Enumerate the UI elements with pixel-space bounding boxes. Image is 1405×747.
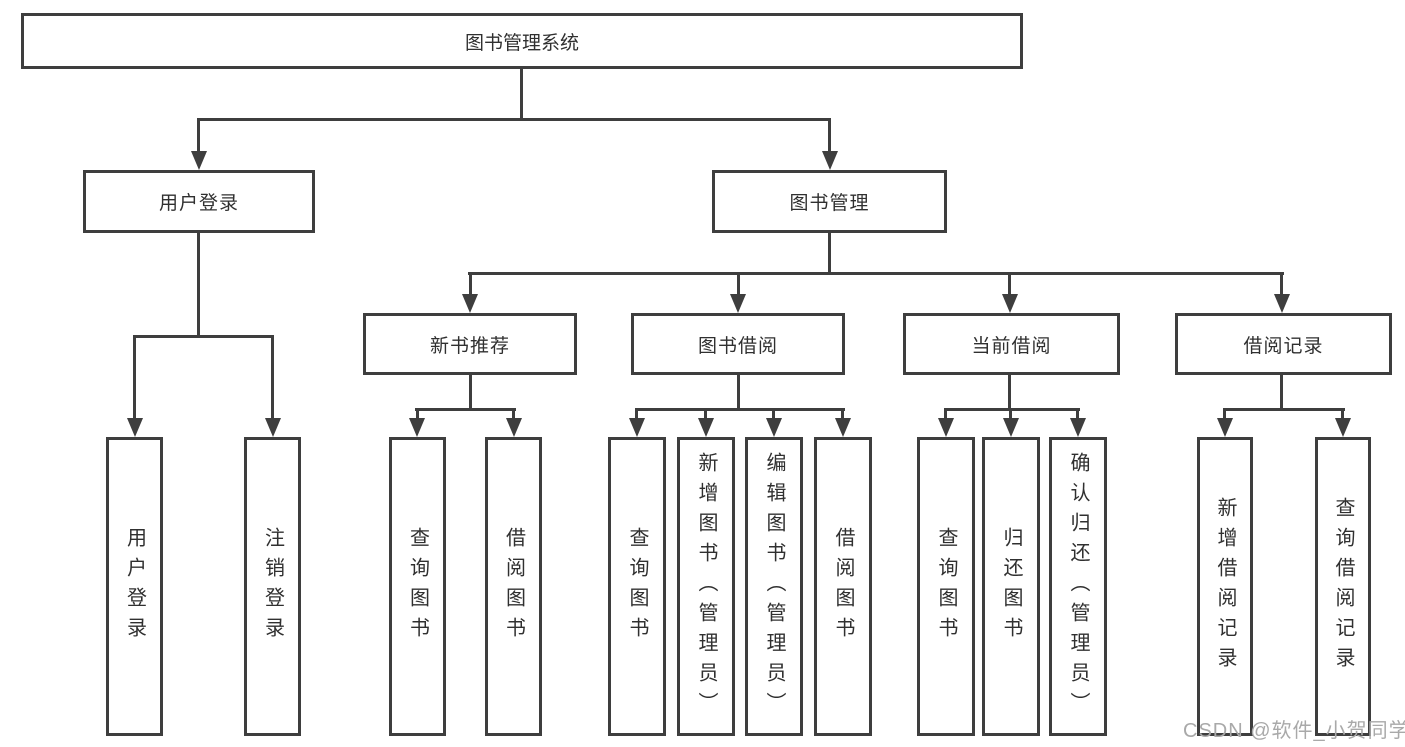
connector-line xyxy=(415,408,516,411)
connector-line xyxy=(1008,272,1011,297)
leaf-query-borrow-record-label: 查询借阅记录 xyxy=(1332,496,1354,677)
connector-arrow-down xyxy=(506,418,522,437)
leaf-borrow-books-borrowing-label: 借阅图书 xyxy=(832,526,854,647)
connector-line xyxy=(197,118,200,153)
connector-line xyxy=(1223,408,1345,411)
leaf-query-books-borrowing-label: 查询图书 xyxy=(626,526,648,647)
connector-arrow-down xyxy=(127,418,143,437)
leaf-user-login-label: 用户登录 xyxy=(123,526,146,647)
leaf-confirm-return-admin-label: 确认归还（管理员） xyxy=(1067,451,1089,722)
connector-arrow-down xyxy=(265,418,281,437)
connector-line xyxy=(416,408,419,420)
connector-line xyxy=(1280,375,1283,408)
connector-arrow-down xyxy=(629,418,645,437)
connector-line xyxy=(828,233,831,272)
node-root: 图书管理系统 xyxy=(21,13,1023,69)
connector-line xyxy=(1223,408,1226,420)
leaf-return-books: 归还图书 xyxy=(982,437,1040,736)
connector-line xyxy=(271,335,274,420)
connector-arrow-down xyxy=(191,151,207,170)
connector-line xyxy=(197,233,200,335)
leaf-query-books-recommend-label: 查询图书 xyxy=(406,526,429,647)
leaf-logout-label: 注销登录 xyxy=(261,526,284,647)
connector-arrow-down xyxy=(730,294,746,313)
leaf-borrow-books-recommend: 借阅图书 xyxy=(485,437,542,736)
connector-line xyxy=(197,118,831,121)
connector-line xyxy=(1280,272,1283,297)
node-book-borrowing: 图书借阅 xyxy=(631,313,845,375)
connector-arrow-down xyxy=(1002,294,1018,313)
connector-line xyxy=(1009,408,1012,420)
connector-line xyxy=(704,408,707,420)
leaf-query-books-current: 查询图书 xyxy=(917,437,975,736)
node-current-borrowing: 当前借阅 xyxy=(903,313,1120,375)
node-book-borrowing-label: 图书借阅 xyxy=(697,335,778,357)
connector-line xyxy=(469,272,472,297)
leaf-query-books-current-label: 查询图书 xyxy=(935,526,957,647)
connector-line xyxy=(635,408,845,411)
connector-line xyxy=(944,408,1080,411)
leaf-user-login: 用户登录 xyxy=(106,437,163,736)
connector-line xyxy=(828,118,831,153)
leaf-add-book-admin-label: 新增图书（管理员） xyxy=(695,451,717,722)
node-new-book-recommend-label: 新书推荐 xyxy=(429,335,510,357)
connector-arrow-down xyxy=(1274,294,1290,313)
connector-arrow-down xyxy=(822,151,838,170)
connector-arrow-down xyxy=(462,294,478,313)
node-root-label: 图书管理系统 xyxy=(464,32,579,54)
node-book-management-label: 图书管理 xyxy=(789,193,870,214)
connector-arrow-down xyxy=(1070,418,1086,437)
leaf-edit-book-admin: 编辑图书（管理员） xyxy=(745,437,803,736)
connector-line xyxy=(635,408,638,420)
leaf-add-borrow-record-label: 新增借阅记录 xyxy=(1214,496,1236,677)
connector-line xyxy=(133,335,274,338)
leaf-query-books-recommend: 查询图书 xyxy=(389,437,446,736)
node-book-management: 图书管理 xyxy=(712,170,947,233)
connector-line xyxy=(944,408,947,420)
connector-arrow-down xyxy=(766,418,782,437)
connector-arrow-down xyxy=(409,418,425,437)
leaf-logout: 注销登录 xyxy=(244,437,301,736)
csdn-watermark: CSDN @软件_小贺同学 xyxy=(1183,720,1405,742)
leaf-return-books-label: 归还图书 xyxy=(1000,526,1022,647)
leaf-add-borrow-record: 新增借阅记录 xyxy=(1197,437,1253,736)
leaf-borrow-books-borrowing: 借阅图书 xyxy=(814,437,872,736)
connector-arrow-down xyxy=(1217,418,1233,437)
connector-line xyxy=(841,408,844,420)
connector-line xyxy=(1341,408,1344,420)
leaf-edit-book-admin-label: 编辑图书（管理员） xyxy=(763,451,785,722)
connector-arrow-down xyxy=(938,418,954,437)
leaf-confirm-return-admin: 确认归还（管理员） xyxy=(1049,437,1107,736)
connector-line xyxy=(133,335,136,420)
connector-arrow-down xyxy=(1335,418,1351,437)
connector-line xyxy=(1008,375,1011,408)
connector-line xyxy=(520,69,523,118)
connector-arrow-down xyxy=(1003,418,1019,437)
connector-arrow-down xyxy=(835,418,851,437)
connector-line xyxy=(737,375,740,408)
node-current-borrowing-label: 当前借阅 xyxy=(971,335,1052,357)
node-new-book-recommend: 新书推荐 xyxy=(363,313,577,375)
connector-line xyxy=(772,408,775,420)
node-borrowing-records: 借阅记录 xyxy=(1175,313,1392,375)
connector-arrow-down xyxy=(698,418,714,437)
connector-line xyxy=(468,272,1284,275)
node-borrowing-records-label: 借阅记录 xyxy=(1243,335,1324,357)
connector-line xyxy=(737,272,740,297)
node-user-login-label: 用户登录 xyxy=(158,193,239,214)
leaf-borrow-books-recommend-label: 借阅图书 xyxy=(502,526,525,647)
leaf-query-borrow-record: 查询借阅记录 xyxy=(1315,437,1371,736)
leaf-query-books-borrowing: 查询图书 xyxy=(608,437,666,736)
leaf-add-book-admin: 新增图书（管理员） xyxy=(677,437,735,736)
connector-line xyxy=(1076,408,1079,420)
connector-line xyxy=(512,408,515,420)
connector-line xyxy=(469,375,472,408)
node-user-login: 用户登录 xyxy=(83,170,315,233)
